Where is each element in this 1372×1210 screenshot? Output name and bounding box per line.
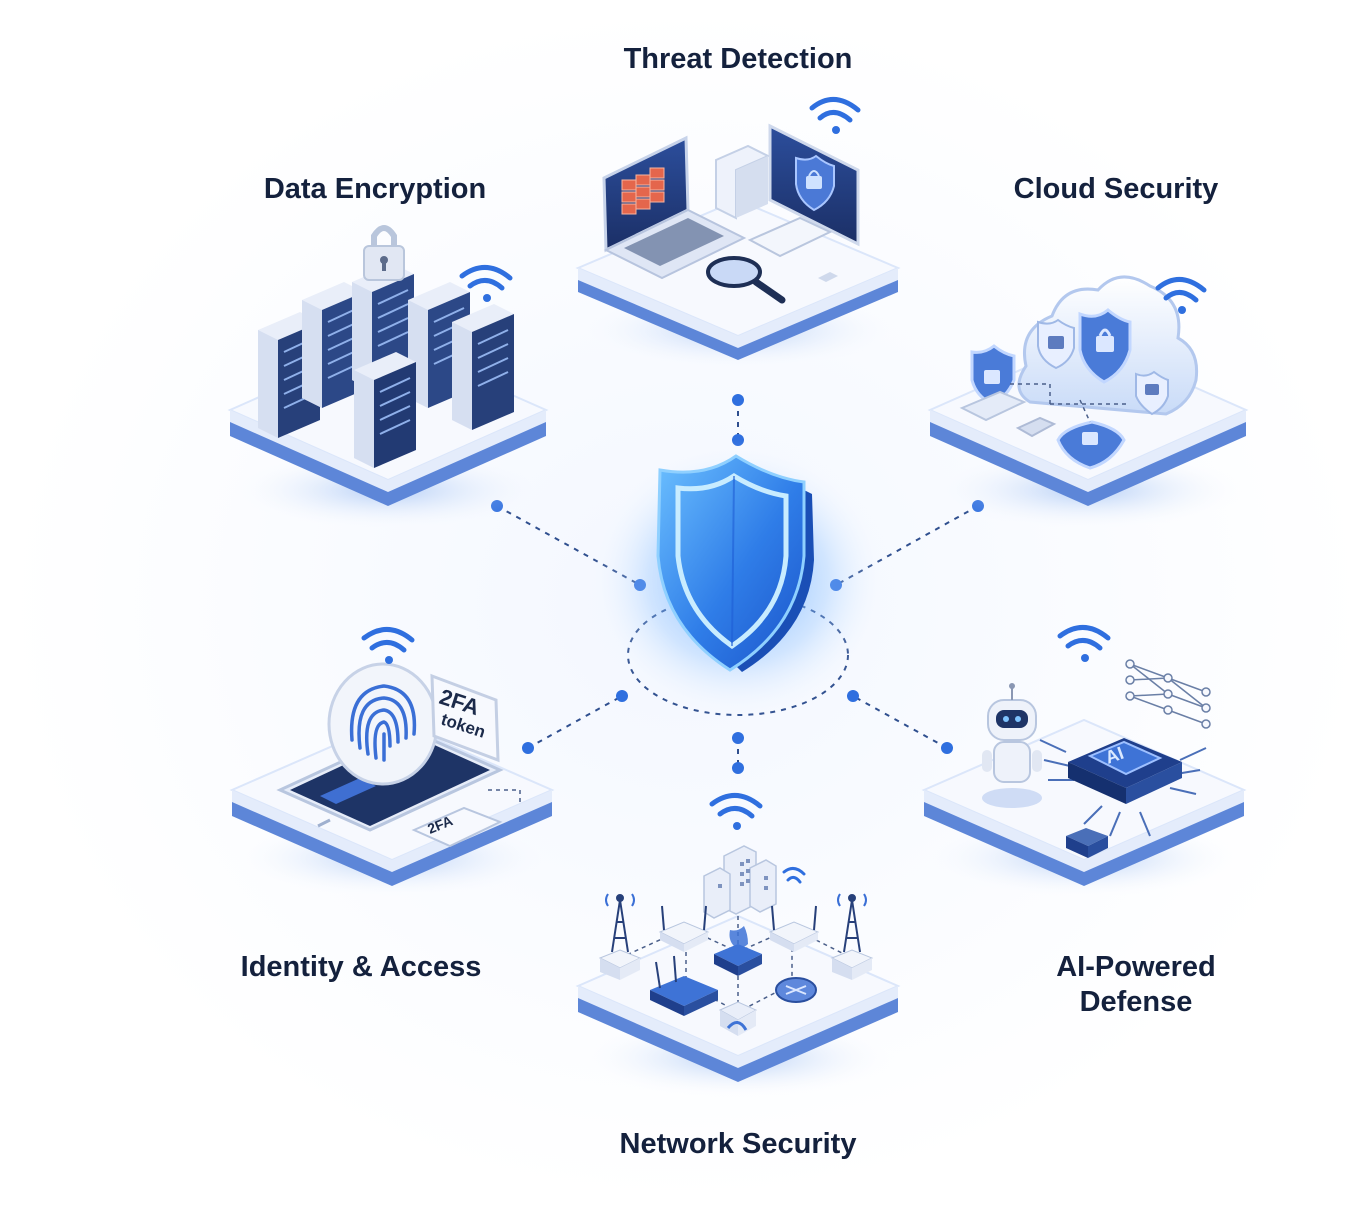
wifi-icon — [709, 793, 806, 884]
label-identity-access: Identity & Access — [240, 951, 482, 983]
shield-lock-icon — [959, 344, 1126, 470]
server-rack-icon — [258, 264, 514, 468]
ai-chip-label: AI — [1103, 743, 1127, 768]
cell-tower-icon — [611, 894, 861, 953]
ai-defense-node: AI — [921, 625, 1247, 898]
2fa-token-card: 2FA token — [430, 673, 500, 763]
data-encryption-node — [227, 225, 549, 530]
desktop-computer-icon — [715, 123, 860, 282]
building-icon — [703, 845, 777, 919]
label-cloud-security: Cloud Security — [1013, 173, 1219, 205]
wifi-icon — [361, 627, 415, 664]
magnifier-icon — [706, 256, 786, 304]
hub-router-icon — [775, 977, 817, 1003]
padlock-icon — [363, 225, 405, 281]
wifi-icon — [1057, 625, 1111, 662]
ai-chip-icon: AI — [1039, 738, 1207, 837]
shield-cube-icon — [718, 1001, 758, 1036]
central-shield-icon — [588, 440, 888, 720]
laptop-icon — [602, 135, 747, 280]
identity-access-node: 2FA token 2FA — [229, 627, 555, 898]
robot-icon — [982, 683, 1042, 808]
neural-network-icon — [1125, 659, 1211, 729]
wifi-icon — [1155, 277, 1207, 314]
label-network-security: Network Security — [619, 1128, 857, 1160]
cloud-icon — [1017, 275, 1199, 416]
connector-ai — [852, 695, 948, 749]
server-box-icon — [598, 949, 874, 980]
label-threat-detection: Threat Detection — [623, 43, 853, 75]
wifi-icon — [459, 265, 513, 302]
label-data-encryption: Data Encryption — [263, 173, 487, 205]
threat-detection-node — [575, 97, 901, 370]
cell-tower-signal — [605, 893, 867, 907]
small-cube-icon — [1066, 828, 1108, 858]
label-ai-defense: AI-Powered Defense — [1056, 951, 1216, 1018]
connector-identity — [527, 695, 623, 749]
firewall-switch-icon — [714, 926, 762, 976]
wifi-icon — [809, 97, 861, 134]
switch-icon — [650, 955, 718, 1016]
cloud-security-node — [927, 275, 1249, 530]
router-icon — [658, 905, 820, 952]
identity-links — [488, 789, 521, 806]
cloud-links — [1010, 383, 1130, 423]
fingerprint-icon — [327, 662, 439, 786]
network-security-node — [575, 793, 901, 1098]
